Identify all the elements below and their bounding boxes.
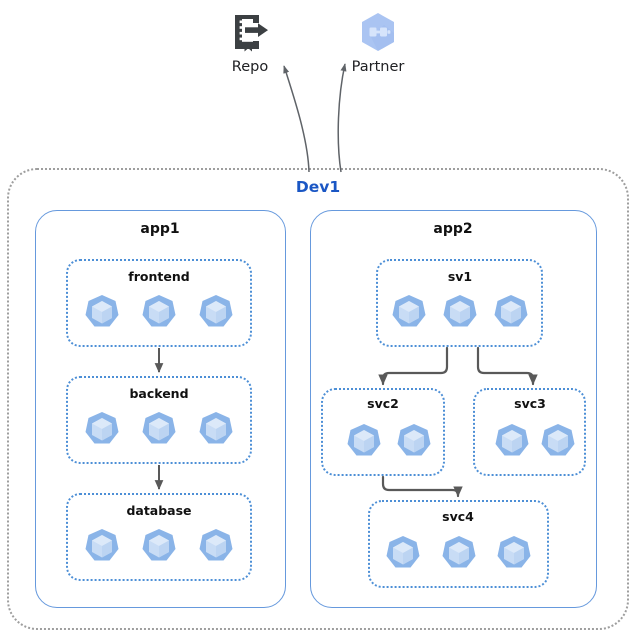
- pod-icon[interactable]: [82, 292, 122, 332]
- service-box-sv1[interactable]: [376, 259, 543, 347]
- pod-icon[interactable]: [538, 421, 578, 461]
- cluster-dev1-label: Dev1: [295, 178, 341, 196]
- pod-icon[interactable]: [344, 421, 384, 461]
- external-node-partner-label: Partner: [351, 59, 405, 75]
- service-box-svc2[interactable]: [321, 388, 445, 476]
- service-box-backend[interactable]: [66, 376, 252, 464]
- external-node-repo-label: Repo: [231, 59, 269, 75]
- pod-icon[interactable]: [394, 421, 434, 461]
- pod-icon[interactable]: [440, 292, 480, 332]
- service-box-frontend[interactable]: [66, 259, 252, 347]
- pod-icon[interactable]: [139, 526, 179, 566]
- external-node-repo[interactable]: Repo: [205, 10, 295, 76]
- edge-dev1-to-repo: [283, 65, 310, 173]
- service-box-svc4-label: svc4: [442, 509, 474, 524]
- service-box-svc4[interactable]: [368, 500, 549, 588]
- pod-icon[interactable]: [82, 526, 122, 566]
- pod-icon[interactable]: [196, 409, 236, 449]
- pod-icon[interactable]: [196, 292, 236, 332]
- cluster-dev1[interactable]: [7, 168, 629, 630]
- pod-icon[interactable]: [82, 409, 122, 449]
- pod-icon[interactable]: [139, 409, 179, 449]
- pod-icon[interactable]: [389, 292, 429, 332]
- pod-icon[interactable]: [492, 421, 532, 461]
- partner-hexagon-icon: [362, 13, 394, 51]
- pod-icon[interactable]: [196, 526, 236, 566]
- service-box-backend-label: backend: [129, 386, 189, 401]
- external-node-partner[interactable]: Partner: [333, 10, 423, 76]
- service-box-sv1-label: sv1: [447, 269, 473, 284]
- pod-icon[interactable]: [491, 292, 531, 332]
- service-box-database[interactable]: [66, 493, 252, 581]
- app-box-app2-label: app2: [433, 221, 473, 237]
- pod-icon[interactable]: [383, 533, 423, 573]
- pod-icon[interactable]: [494, 533, 534, 573]
- edge-dev1-to-partner: [337, 63, 347, 173]
- app-box-app1-label: app1: [140, 221, 180, 237]
- pod-icon[interactable]: [139, 292, 179, 332]
- service-box-database-label: database: [126, 503, 192, 518]
- repository-icon: [235, 15, 268, 52]
- service-box-svc3[interactable]: [473, 388, 586, 476]
- service-box-svc3-label: svc3: [514, 396, 546, 411]
- service-box-svc2-label: svc2: [367, 396, 399, 411]
- service-box-frontend-label: frontend: [128, 269, 190, 284]
- pod-icon[interactable]: [439, 533, 479, 573]
